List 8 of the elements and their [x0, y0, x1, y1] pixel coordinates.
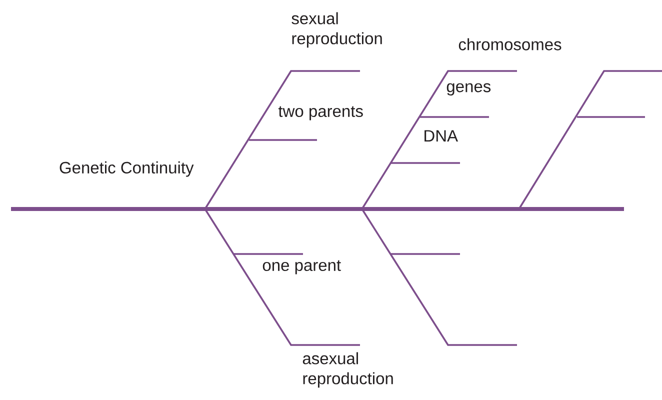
- text-label: sexual reproduction: [292, 12, 382, 48]
- text-label: one parent: [262, 260, 341, 274]
- text-label: chromosomes: [458, 38, 562, 50]
- text-label: genes: [446, 83, 491, 96]
- text-label: asexual reproduction: [302, 352, 393, 388]
- text-label: DNA: [424, 130, 458, 142]
- text-label: Genetic Continuity: [60, 161, 194, 177]
- text-label: two parents: [278, 106, 363, 120]
